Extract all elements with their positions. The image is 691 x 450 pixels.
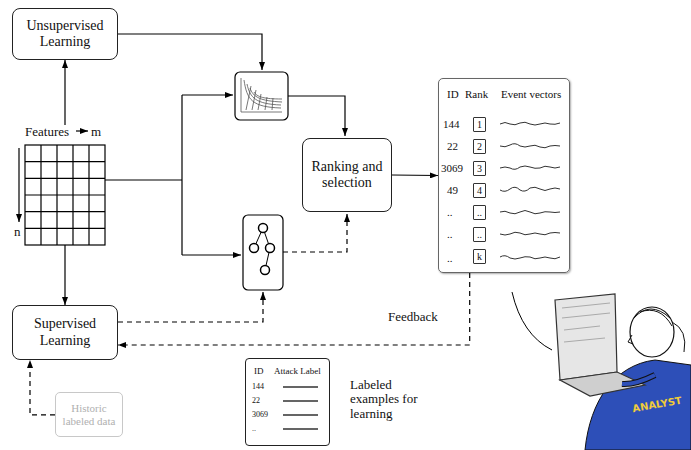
node-text: 22 [447, 141, 458, 152]
data-box: Historic labeled data [55, 392, 123, 437]
dashed-connector [118, 273, 470, 345]
node-text: Event vectors [501, 89, 561, 100]
process-box: Supervised Learning [12, 305, 118, 360]
node-text: .. [477, 207, 482, 219]
feature-grid [25, 145, 105, 245]
flow-arrow [288, 96, 345, 136]
node-text: Attack Label [274, 367, 321, 376]
axis-arrow [76, 130, 88, 131]
connector [64, 60, 65, 125]
node-text: 3069 [252, 411, 268, 419]
node-text: 4 [477, 185, 482, 197]
node-text: Features [25, 125, 69, 138]
labeled-table: ID Attack Label 144 22 3069.. [245, 358, 330, 446]
process-box: Ranking and selection [302, 138, 392, 212]
node-text: .. [477, 229, 482, 241]
connector [64, 245, 65, 305]
node-text: 3069 [441, 163, 463, 174]
node-text: 1 [477, 119, 482, 131]
rank-box: 4 [473, 183, 486, 198]
node-text: 3 [477, 163, 482, 175]
feature-matrix: Featuresmn [25, 125, 105, 245]
surface-plot [241, 78, 282, 112]
node-text: ID [254, 367, 264, 376]
rank-box: k [473, 249, 486, 264]
node-text: ID [447, 89, 459, 100]
node-text: Historic labeled data [58, 402, 120, 427]
node-text: .. [252, 425, 256, 433]
dashed-arrow [118, 292, 263, 322]
connector [392, 174, 438, 176]
edge-label: Feedback [388, 310, 438, 324]
node-text: 144 [252, 383, 264, 391]
rank-box: 3 [473, 161, 486, 176]
dashed-arrow [283, 214, 347, 252]
node-text: .. [447, 207, 453, 218]
axis-arrow [18, 148, 19, 222]
rank-box: 2 [473, 139, 486, 154]
flow-arrow [118, 34, 262, 70]
tree-symbol [250, 224, 275, 275]
rank-box: .. [473, 227, 486, 242]
flow-arrow [182, 254, 241, 255]
node-text: .. [447, 253, 453, 264]
dashed-connector [30, 360, 55, 415]
node-text: 22 [252, 397, 260, 405]
flow-arrow [182, 94, 233, 95]
node-text: m [91, 125, 101, 138]
label-line [283, 387, 318, 429]
ranking-list: ID Rank Event vectors 144 22 3069 49...... 1 2 3 4… [438, 78, 570, 273]
node-text: 2 [477, 141, 482, 153]
node-text: Ranking and selection [305, 159, 389, 191]
plot-box [235, 72, 288, 120]
node-text: Rank [465, 89, 488, 100]
tree-box [243, 215, 283, 290]
node-text: .. [447, 229, 453, 240]
process-box: Unsupervised Learning [12, 8, 118, 60]
node-text: 49 [447, 185, 458, 196]
node-text: Supervised Learning [15, 316, 115, 348]
analyst-illustration [512, 292, 691, 450]
annotation: Labeled examples for learning [350, 378, 424, 421]
node-text: n [14, 225, 21, 238]
rank-box: 1 [473, 117, 486, 132]
node-text: 144 [443, 119, 460, 130]
split-line [105, 95, 182, 255]
node-text: k [477, 251, 482, 263]
event-vector [500, 122, 560, 259]
rank-box: .. [473, 205, 486, 220]
node-text: Unsupervised Learning [15, 18, 115, 50]
